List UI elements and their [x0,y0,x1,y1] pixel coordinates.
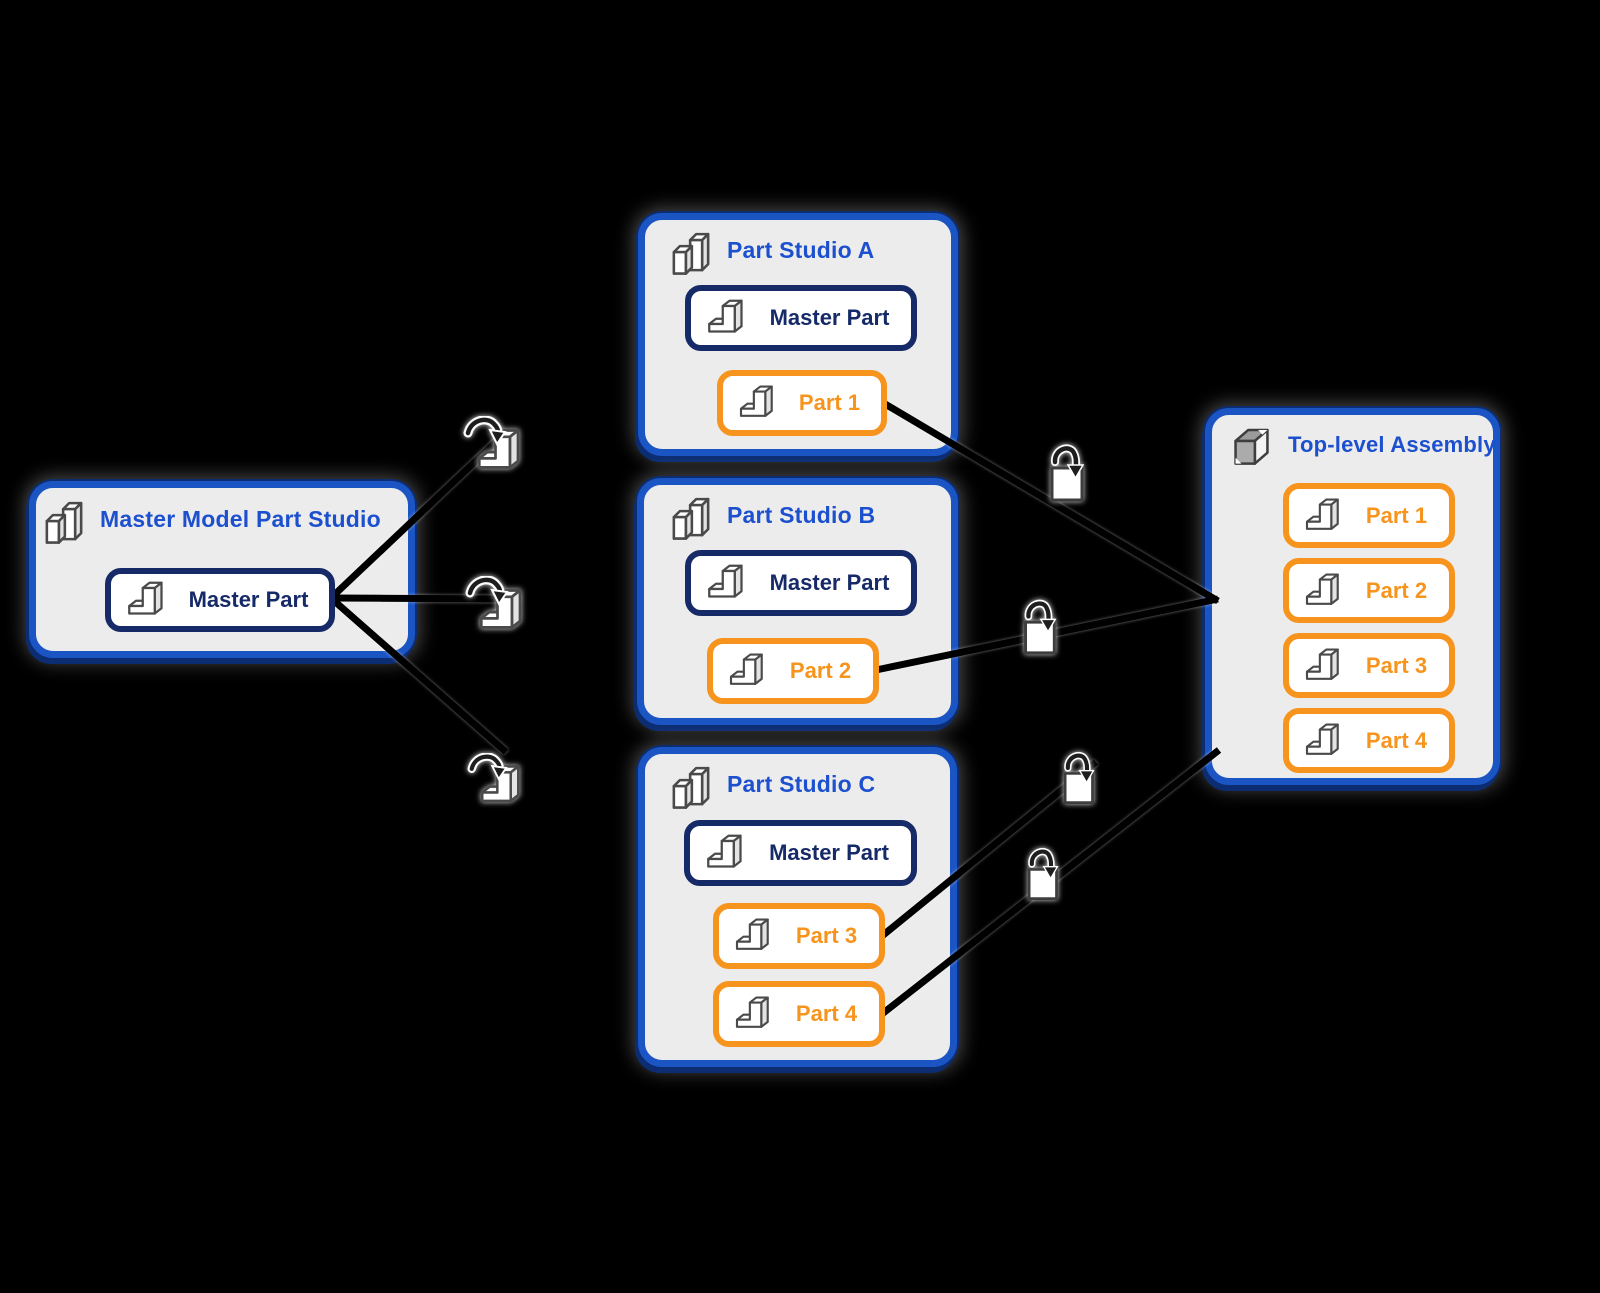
part-2-label: Part 2 [789,658,852,683]
assembly-part-1-chip: Part 1 [1283,483,1455,548]
master-part-label: Master Part [188,587,309,612]
part-icon [704,297,746,339]
insert-into-assembly-icon [1020,846,1062,902]
part-icon [1302,721,1342,761]
top-level-assembly-title: Top-level Assembly [1288,432,1496,457]
part-4-chip: Part 4 [713,981,885,1047]
master-part-label: Master Part [769,840,889,865]
part-icon [1302,571,1342,611]
insert-into-assembly-icon [1056,750,1098,806]
master-model-part-studio-title: Master Model Part Studio [100,506,381,532]
assembly-part-4-label: Part 4 [1365,727,1428,753]
insert-into-assembly-icon [1042,443,1088,503]
master-part-chip: Master Part [685,285,917,351]
connector-master-to-studio-a [329,437,501,600]
part-icon [732,916,772,956]
master-part-label: Master Part [769,570,890,595]
connector-part1-to-assembly [878,397,1220,605]
assembly-part-3-chip: Part 3 [1283,633,1455,698]
derive-arrow-icon [460,416,526,474]
assembly-part-3-label: Part 3 [1365,652,1428,678]
part-studio-b-box: Part Studio B Master Part Part 2 [637,478,958,725]
connector-master-to-studio-b [331,594,521,603]
assembly-part-2-label: Part 2 [1365,577,1428,603]
part-studio-icon [40,498,88,546]
master-part-chip: Master Part [105,568,335,632]
part-icon [1302,646,1342,686]
part-icon [726,651,766,691]
part-2-chip: Part 2 [707,638,879,704]
part-studio-a-title: Part Studio A [727,237,875,263]
part-studio-b-title: Part Studio B [727,502,876,528]
part-studio-icon [667,229,715,277]
master-part-chip: Master Part [685,550,917,616]
assembly-part-4-chip: Part 4 [1283,708,1455,773]
part-icon [1302,496,1342,536]
master-part-chip: Master Part [684,820,917,886]
assembly-cube-icon [1228,425,1275,472]
part-4-label: Part 4 [795,1001,858,1026]
connector-part3-to-assembly [879,759,1099,939]
part-icon [732,994,772,1034]
master-part-label: Master Part [769,305,890,330]
part-1-label: Part 1 [798,390,861,415]
part-studio-icon [667,763,715,811]
part-studio-c-box: Part Studio C Master Part Part 3 Part 4 [638,747,957,1067]
part-icon [704,562,746,604]
connector-master-to-studio-c [329,596,509,755]
derive-arrow-icon [464,753,526,807]
assembly-part-2-chip: Part 2 [1283,558,1455,623]
part-icon [703,832,745,874]
part-studio-c-title: Part Studio C [727,771,876,797]
part-3-label: Part 3 [795,923,858,948]
part-icon [736,383,776,423]
insert-into-assembly-icon [1016,598,1060,656]
part-icon [124,579,166,621]
part-3-chip: Part 3 [713,903,885,969]
derive-arrow-icon [462,576,528,634]
assembly-part-1-label: Part 1 [1365,502,1428,528]
top-level-assembly-box: Top-level Assembly Part 1 Part 2 Part 3 … [1205,408,1500,785]
part-1-chip: Part 1 [717,370,887,436]
master-model-part-studio-box: Master Model Part Studio Master Part [29,481,415,658]
part-studio-icon [667,494,715,542]
